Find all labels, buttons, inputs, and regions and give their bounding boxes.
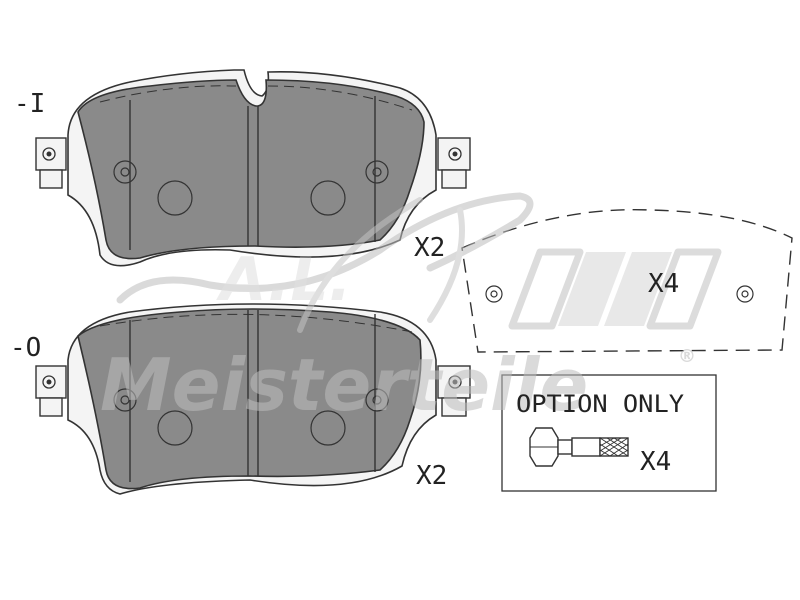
top-pad-left-ear: [35, 137, 67, 189]
watermark-monogram: A.L.: [216, 245, 351, 315]
bolt-icon: [529, 427, 629, 467]
top-pad-marker-label: -I: [14, 89, 45, 119]
top-pad-dimple-left-inner: [120, 167, 130, 177]
option-box-title: OPTION ONLY: [516, 390, 685, 418]
bottom-pad-dimple-left-outer: [113, 388, 137, 412]
watermark-stripes: [508, 248, 722, 330]
bottom-pad-piston-mark-left: [157, 410, 193, 446]
top-pad-piston-mark-right: [310, 180, 346, 216]
bottom-pad-piston-mark-right: [310, 410, 346, 446]
top-pad-piston-mark-left: [157, 180, 193, 216]
watermark-swoosh-2: [297, 197, 465, 333]
top-brake-pad: [35, 69, 471, 267]
bottom-brake-pad: [35, 303, 471, 495]
option-box-frame: [501, 374, 717, 492]
watermark-registered-mark: ®: [678, 346, 696, 367]
option-box: [501, 374, 717, 492]
bottom-pad-quantity-label: X2: [416, 461, 447, 491]
top-pad-dashed-contour: [99, 85, 413, 111]
bottom-pad-dashed-contour: [99, 313, 413, 333]
shim-quantity-label: X4: [648, 269, 679, 299]
top-pad-friction-material: [77, 79, 425, 260]
bottom-pad-dimple-right-outer: [365, 388, 389, 412]
watermark-swoosh: [116, 192, 534, 304]
watermark-brand-text: Meisterteile: [100, 343, 588, 427]
bottom-pad-right-ear: [437, 365, 471, 417]
top-pad-dimple-right-outer: [365, 160, 389, 184]
bolt-quantity-label: X4: [640, 447, 671, 477]
top-pad-quantity-label: X2: [414, 233, 445, 263]
bottom-pad-dimple-left-inner: [120, 395, 130, 405]
shim-hole-right: [736, 285, 754, 303]
top-pad-dimple-right-inner: [372, 167, 382, 177]
bottom-pad-marker-label: -O: [10, 333, 41, 363]
bottom-pad-dimple-right-inner: [372, 395, 382, 405]
top-pad-dimple-left-outer: [113, 160, 137, 184]
shim-hole-left: [485, 285, 503, 303]
bottom-pad-left-ear: [35, 365, 67, 417]
top-pad-right-ear: [437, 137, 471, 189]
anti-noise-shim: [461, 208, 793, 353]
shim-outline: [461, 208, 793, 353]
brand-watermark: Meisterteile A.L. ®: [100, 192, 722, 427]
